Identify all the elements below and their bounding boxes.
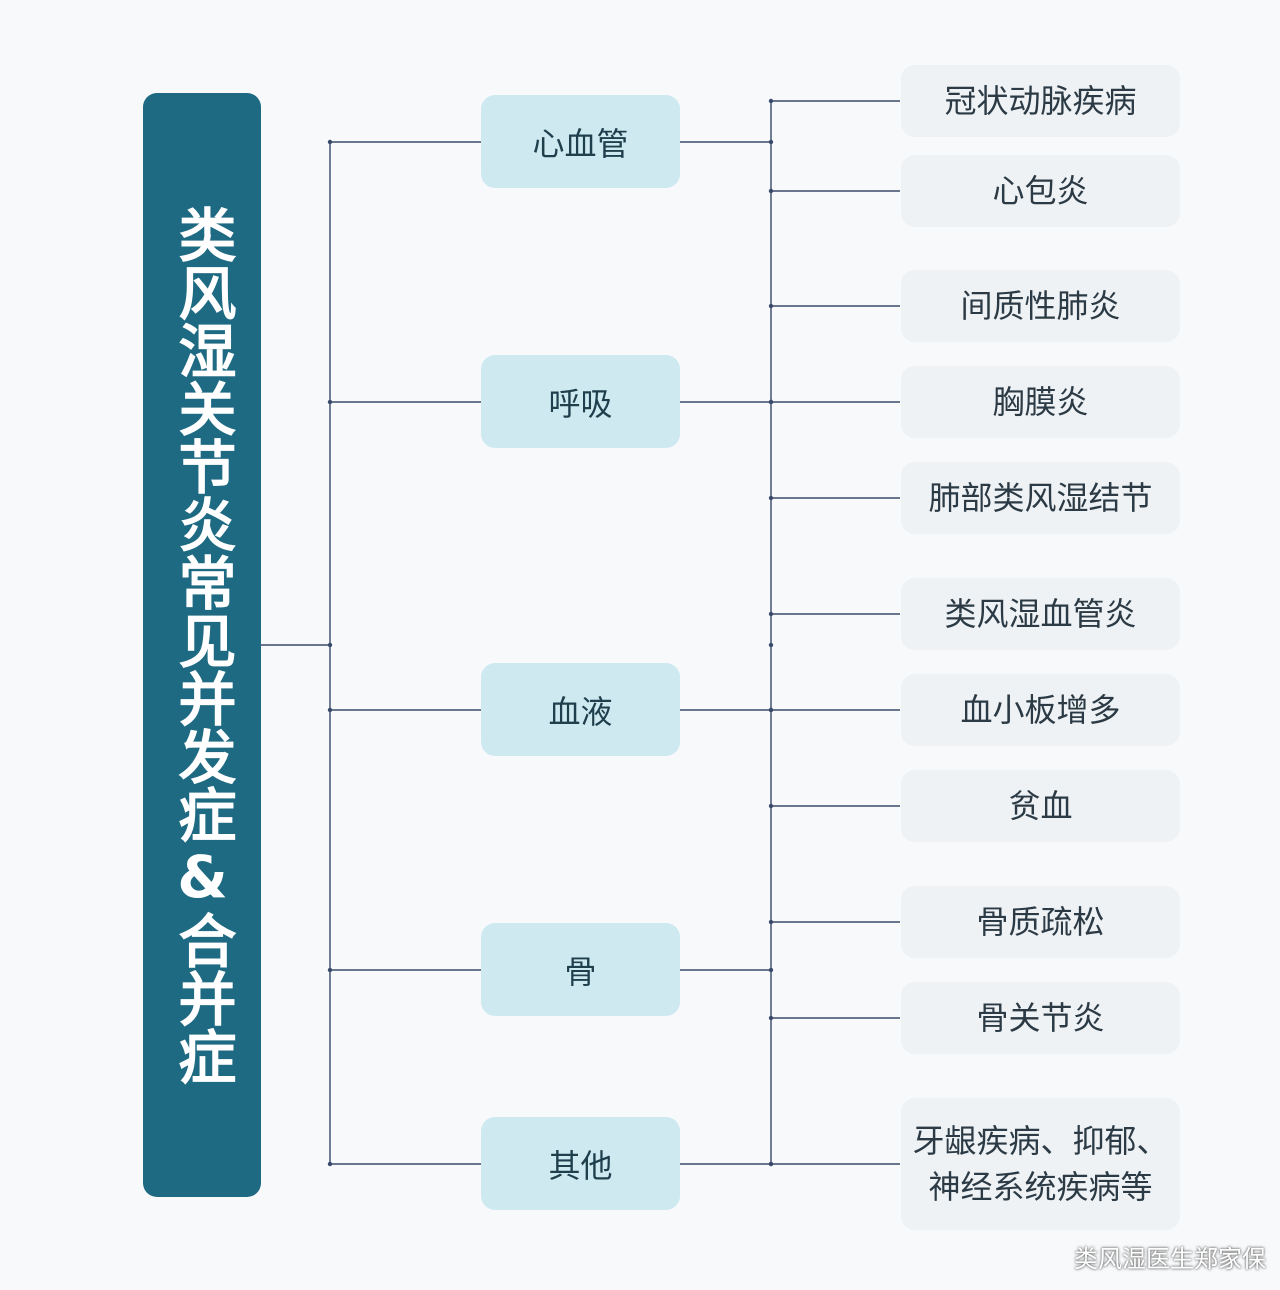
category-label: 骨 bbox=[564, 952, 597, 991]
leaf-osteoporosis: 骨质疏松 bbox=[901, 886, 1180, 958]
junction-dot bbox=[768, 803, 774, 809]
category-label: 其他 bbox=[548, 1146, 613, 1185]
category-cardiovascular: 心血管 bbox=[481, 95, 680, 188]
category-label: 呼吸 bbox=[548, 384, 613, 423]
junction-dot bbox=[327, 1161, 333, 1167]
leaf-label: 肺部类风湿结节 bbox=[928, 479, 1153, 517]
junction-dot bbox=[768, 188, 774, 194]
leaf-label: 间质性肺炎 bbox=[960, 287, 1121, 325]
junction-dot bbox=[327, 967, 333, 973]
category-respiratory: 呼吸 bbox=[481, 355, 680, 448]
category-blood: 血液 bbox=[481, 663, 680, 756]
leaf-rheumatoid-lung-nodule: 肺部类风湿结节 bbox=[901, 462, 1180, 534]
junction-dot bbox=[768, 1161, 774, 1167]
junction-dot bbox=[768, 919, 774, 925]
junction-dot bbox=[768, 98, 774, 104]
junction-dot bbox=[768, 707, 774, 713]
leaf-label: 冠状动脉疾病 bbox=[944, 82, 1137, 120]
category-bone: 骨 bbox=[481, 923, 680, 1016]
junction-dot bbox=[768, 303, 774, 309]
junction-dot bbox=[327, 707, 333, 713]
leaf-label: 牙龈疾病、抑郁、 神经系统疾病等 bbox=[912, 1122, 1169, 1206]
category-other: 其他 bbox=[481, 1117, 680, 1210]
junction-dot bbox=[327, 399, 333, 405]
junction-dot bbox=[768, 611, 774, 617]
junction-dot bbox=[768, 495, 774, 501]
leaf-label: 血小板增多 bbox=[960, 691, 1121, 729]
leaf-osteoarthritis: 骨关节炎 bbox=[901, 982, 1180, 1054]
category-label: 心血管 bbox=[532, 124, 629, 163]
leaf-thrombocytosis: 血小板增多 bbox=[901, 674, 1180, 746]
category-label: 血液 bbox=[548, 692, 613, 731]
leaf-label: 类风湿血管炎 bbox=[944, 595, 1137, 633]
leaf-label: 贫血 bbox=[1008, 787, 1073, 825]
junction-dot bbox=[327, 139, 333, 145]
leaf-other-conditions: 牙龈疾病、抑郁、 神经系统疾病等 bbox=[901, 1098, 1180, 1230]
leaf-label: 骨关节炎 bbox=[976, 999, 1105, 1037]
junction-dot bbox=[768, 399, 774, 405]
root-node: 类风湿关节炎常见并发症&合并症 bbox=[143, 93, 261, 1197]
leaf-rheumatoid-vasculitis: 类风湿血管炎 bbox=[901, 578, 1180, 650]
leaf-label: 胸膜炎 bbox=[992, 383, 1089, 421]
leaf-interstitial-pneumonia: 间质性肺炎 bbox=[901, 270, 1180, 342]
leaf-anemia: 贫血 bbox=[901, 770, 1180, 842]
junction-dot bbox=[768, 1015, 774, 1021]
leaf-label: 骨质疏松 bbox=[976, 903, 1105, 941]
leaf-coronary-artery-disease: 冠状动脉疾病 bbox=[901, 65, 1180, 137]
junction-dot bbox=[768, 642, 774, 648]
watermark: 类风湿医生郑家保 bbox=[1074, 1245, 1266, 1273]
root-title: 类风湿关节炎常见并发症&合并症 bbox=[168, 205, 237, 1085]
leaf-label: 心包炎 bbox=[992, 172, 1089, 210]
leaf-pleurisy: 胸膜炎 bbox=[901, 366, 1180, 438]
leaf-pericarditis: 心包炎 bbox=[901, 155, 1180, 227]
